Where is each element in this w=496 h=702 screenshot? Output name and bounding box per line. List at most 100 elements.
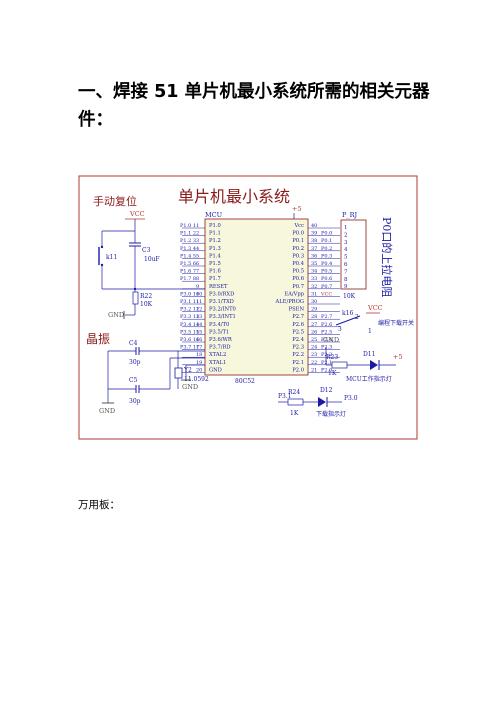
r23-label: R23 bbox=[326, 354, 338, 361]
download-led-label: 下载指示灯 bbox=[316, 410, 346, 418]
chip-right-pin-name: EA/Vpp bbox=[284, 291, 304, 297]
chip-right-pin-num: 27 bbox=[311, 322, 317, 328]
chip-right-net: P2.4 bbox=[321, 337, 332, 343]
chip-left-pin-name: XTAL2 bbox=[209, 352, 226, 358]
chip-left-pin-num: 17 bbox=[196, 345, 202, 351]
chip-left-pin-num: 9 bbox=[196, 284, 199, 290]
chip-left-net: P3.5 15 bbox=[180, 329, 199, 335]
chip-right-pin-num: 26 bbox=[311, 329, 317, 335]
rpack-pin-num: 9 bbox=[344, 284, 348, 290]
chip-left-pin-name: P1.2 bbox=[209, 238, 221, 244]
rpack-pin-num: 7 bbox=[344, 269, 348, 275]
rpack-pin-num: 8 bbox=[344, 277, 348, 283]
chip-left-pin-num: 6 bbox=[196, 261, 199, 267]
chip-right-pin-num: 39 bbox=[311, 231, 317, 237]
chip-right-pin-name: P0.4 bbox=[292, 261, 304, 267]
k11-node-top bbox=[100, 245, 104, 249]
chip-left-pin-name: P1.5 bbox=[209, 261, 221, 267]
r24-resistor bbox=[287, 398, 304, 406]
chip-left-pin-name: P3.7/RD bbox=[209, 345, 231, 351]
chip-left-pin-num: 8 bbox=[196, 276, 199, 282]
y2-label: Y2 bbox=[183, 367, 192, 374]
chip-right-pin-num: 35 bbox=[311, 261, 317, 267]
chip-left-pin-name: P3.2/INT0 bbox=[209, 307, 236, 313]
chip-left-net: P3.6 16 bbox=[180, 337, 199, 343]
d12-label: D12 bbox=[320, 387, 333, 394]
chip-right-pin-num: 28 bbox=[311, 314, 317, 320]
chip-right-pin-name: P2.2 bbox=[292, 352, 304, 358]
chip-right-pin-name: P0.2 bbox=[292, 246, 304, 252]
chip-right-pin-num: 25 bbox=[311, 337, 317, 343]
chip-left-net: P1.1 2 bbox=[180, 231, 196, 237]
chip-right-pin-num: 37 bbox=[311, 246, 317, 252]
chip-right-net: P2.1 bbox=[321, 360, 332, 366]
r24-value: 1K bbox=[290, 410, 299, 417]
chip-left-pin-name: P1.7 bbox=[209, 276, 221, 282]
multimeter-caption: 万用板： bbox=[78, 499, 120, 511]
chip-right-pin-name: P2.0 bbox=[292, 367, 304, 373]
chip-right-pin-name: P0.0 bbox=[292, 231, 304, 237]
chip-right-pin-name: P0.1 bbox=[292, 238, 304, 244]
p30-label: P3.0 bbox=[344, 395, 358, 402]
c3-label: C3 bbox=[142, 247, 151, 254]
chip-left-pin-name: P3.4/T0 bbox=[209, 322, 229, 328]
y2-value: 11.0592 bbox=[184, 376, 209, 383]
chip-right-net: VCC bbox=[320, 291, 332, 297]
chip-right-pin-num: 21 bbox=[311, 367, 317, 373]
c4-value: 30p bbox=[129, 359, 141, 366]
chip-left-pin-num: 16 bbox=[196, 337, 202, 343]
chip-right-net: P2.3 bbox=[321, 345, 332, 351]
r24-label: R24 bbox=[288, 389, 300, 396]
chip-right-pin-num: 38 bbox=[311, 238, 317, 244]
chip-left-pin-name: P3.6/WR bbox=[209, 337, 233, 343]
chip-left-net: P1.7 8 bbox=[180, 276, 196, 282]
chip-left-net: P1.6 7 bbox=[180, 269, 196, 275]
chip-right-net: P0.2 bbox=[321, 246, 332, 252]
chip-right-net: P0.4 bbox=[321, 261, 332, 267]
c5-value: 30p bbox=[129, 398, 141, 405]
rpack-value: 10K bbox=[343, 293, 356, 300]
chip-right-pin-num: 24 bbox=[311, 345, 317, 351]
sw-pin2: 2 bbox=[355, 314, 359, 321]
chip-right-net: P2.5 bbox=[321, 329, 332, 335]
chip-left-pin-num: 5 bbox=[196, 253, 199, 259]
chip-left-pin-name: P3.1/TXD bbox=[209, 299, 234, 305]
chip-left-pin-name: XTAL1 bbox=[209, 360, 226, 366]
chip-left-pin-num: 12 bbox=[196, 307, 202, 313]
mcu-led-label: MCU工作指示灯 bbox=[346, 375, 392, 383]
chip-right-pin-name: P2.1 bbox=[292, 360, 304, 366]
chip-right-net: P0.5 bbox=[321, 269, 332, 275]
chip-left-pin-num: 13 bbox=[196, 314, 202, 320]
section-heading: 一、焊接 51 单片机最小系统所需的相关元器件： bbox=[78, 82, 430, 130]
led-plus5: +5 bbox=[393, 353, 403, 361]
schematic-title: 单片机最小系统 bbox=[178, 187, 290, 206]
chip-left-pin-num: 19 bbox=[196, 360, 202, 366]
port-pullup-label: P0口的上拉电阻 bbox=[380, 217, 394, 297]
chip-left-net: P1.2 3 bbox=[180, 238, 196, 244]
crystal-gnd: GND bbox=[99, 407, 115, 415]
chip-left-pin-num: 11 bbox=[196, 299, 202, 305]
chip-left-net: P3.1 11 bbox=[180, 299, 199, 305]
chip-left-net: P1.5 6 bbox=[180, 261, 196, 267]
chip-left-net: P3.3 13 bbox=[180, 314, 199, 320]
rpack-ref: P_RJ bbox=[342, 211, 358, 219]
chip-right-pin-num: 22 bbox=[311, 360, 317, 366]
chip-right-net: P0.6 bbox=[321, 276, 332, 282]
chip-left-pin-name: P3.0/RXD bbox=[209, 291, 234, 297]
k11-label: k11 bbox=[106, 254, 117, 261]
chip-left-pin-name: P1.3 bbox=[209, 246, 221, 252]
resistor-pack bbox=[340, 219, 367, 290]
rpack-pin-num: 3 bbox=[344, 240, 348, 246]
chip-left-pin-num: 15 bbox=[196, 329, 202, 335]
r22-label: R22 bbox=[140, 293, 152, 300]
chip-left-pin-num: 14 bbox=[196, 322, 202, 328]
chip-left-pin-num: 1 bbox=[196, 223, 199, 229]
chip-left-pin-name: GND bbox=[209, 367, 222, 373]
chip-left-net: P1.4 5 bbox=[180, 253, 196, 259]
chip-left-pin-num: 2 bbox=[196, 231, 199, 237]
chip-right-pin-name: P0.3 bbox=[292, 253, 304, 259]
chip-right-pin-num: 31 bbox=[311, 291, 317, 297]
chip-gnd: GND bbox=[182, 383, 198, 391]
chip-right-pin-num: 36 bbox=[311, 253, 317, 259]
